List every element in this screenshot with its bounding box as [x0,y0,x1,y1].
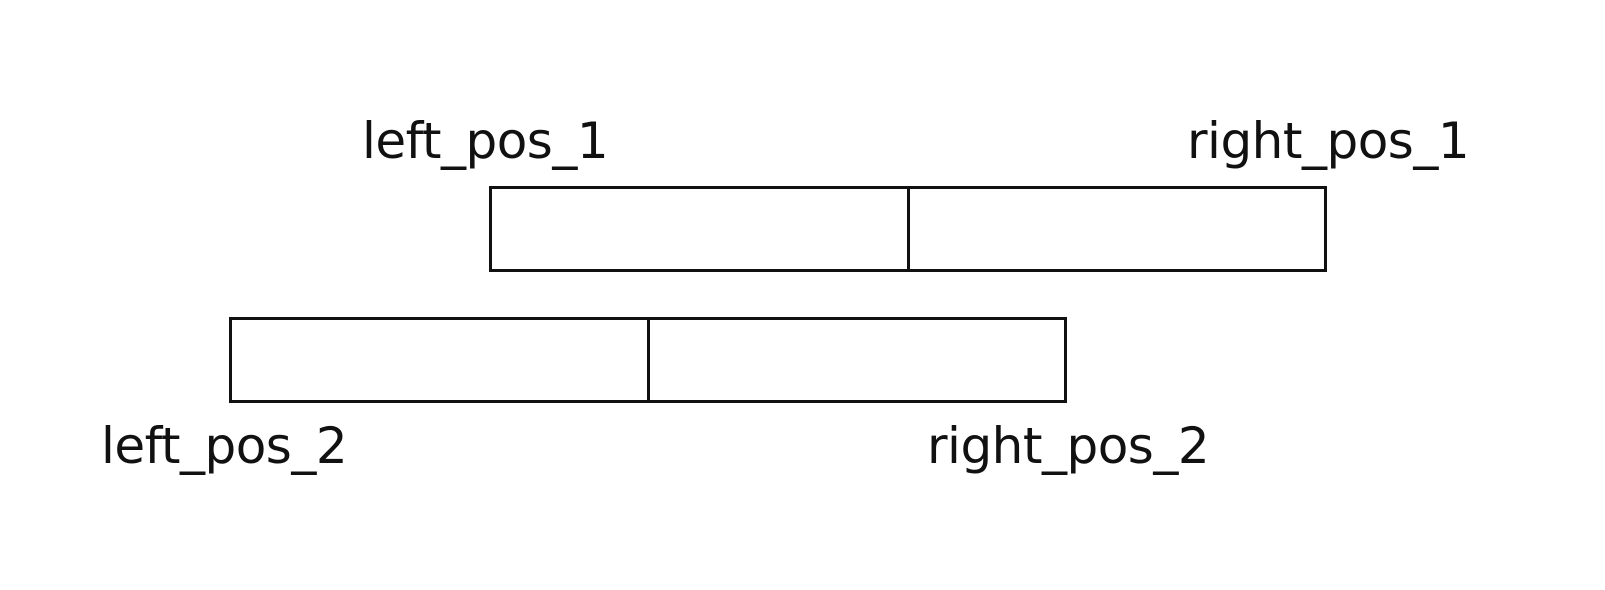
bar-1 [489,186,1327,272]
bar-1-left-segment [492,189,907,269]
bar-2 [229,317,1067,403]
right-pos-2-label: right_pos_2 [927,417,1210,475]
left-pos-2-label: left_pos_2 [101,417,348,475]
bar-2-right-segment [646,320,1065,400]
left-pos-1-label: left_pos_1 [362,112,609,170]
bar-1-right-segment [906,189,1325,269]
bar-2-left-segment [232,320,647,400]
right-pos-1-label: right_pos_1 [1187,112,1470,170]
